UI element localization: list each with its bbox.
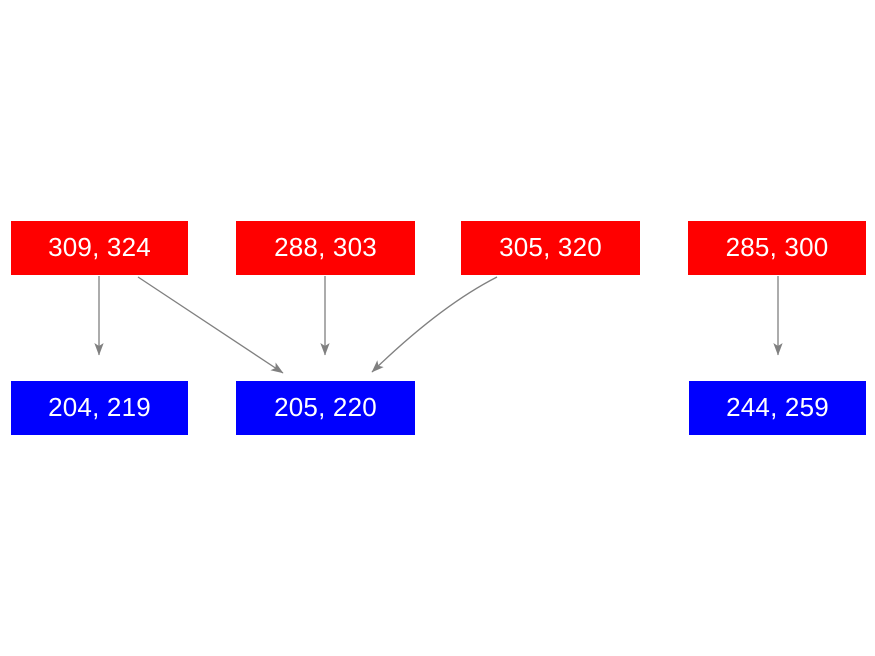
node-label: 204, 219 — [48, 392, 151, 422]
node-target-204-219[interactable]: 204, 219 — [11, 381, 188, 435]
node-source-285-300[interactable]: 285, 300 — [688, 221, 866, 275]
node-target-244-259[interactable]: 244, 259 — [689, 381, 866, 435]
node-source-305-320[interactable]: 305, 320 — [461, 221, 640, 275]
node-label: 244, 259 — [726, 392, 829, 422]
node-source-309-324[interactable]: 309, 324 — [11, 221, 188, 275]
edge-n305-n205 — [371, 276, 498, 373]
node-label: 309, 324 — [48, 232, 151, 262]
node-target-205-220[interactable]: 205, 220 — [236, 381, 415, 435]
node-label: 288, 303 — [274, 232, 377, 262]
node-label: 285, 300 — [725, 232, 829, 262]
node-label: 305, 320 — [499, 232, 602, 262]
node-source-288-303[interactable]: 288, 303 — [236, 221, 415, 275]
edge-n309-n205 — [137, 276, 284, 374]
node-label: 205, 220 — [274, 392, 377, 422]
